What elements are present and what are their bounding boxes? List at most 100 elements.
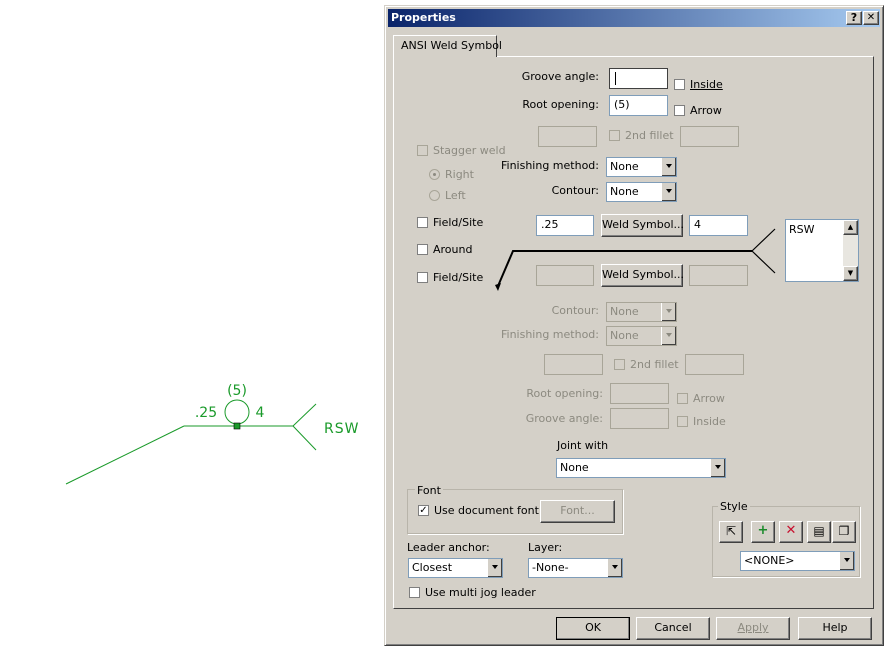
drawing-tail-text: RSW — [324, 421, 359, 437]
style-group-label: Style — [718, 500, 750, 514]
right-radio — [429, 169, 440, 180]
use-document-font-label: Use document font — [434, 504, 539, 517]
arrow-checkbox-top[interactable] — [674, 105, 685, 116]
field-site-checkbox-2[interactable] — [417, 272, 428, 283]
scroll-down-icon[interactable]: ▼ — [843, 266, 858, 281]
font-group — [407, 489, 623, 534]
finishing-method-select-bottom: None — [606, 326, 677, 346]
font-group-label: Font — [415, 484, 443, 498]
groove-angle-label-bottom: Groove angle: — [525, 412, 603, 425]
layer-select[interactable]: -None- — [528, 558, 623, 578]
chevron-down-icon[interactable] — [661, 158, 676, 176]
leader-line — [65, 425, 185, 485]
second-fillet-input-top — [680, 126, 739, 147]
inside-checkbox-bottom — [677, 416, 688, 427]
style-copy-icon[interactable]: ❐ — [832, 521, 856, 543]
groove-angle-input[interactable] — [609, 68, 668, 89]
around-checkbox[interactable] — [417, 244, 428, 255]
lower-length-input — [689, 265, 748, 286]
contour-label-top: Contour: — [551, 184, 599, 197]
properties-dialog: Properties ? ✕ ANSI Weld Symbol Groove a… — [384, 5, 884, 646]
drawing-right-value: 4 — [256, 405, 265, 421]
second-fillet-label-bottom: 2nd fillet — [630, 358, 679, 371]
text-caret — [615, 72, 616, 85]
left-radio — [429, 190, 440, 201]
right-label: Right — [445, 168, 474, 181]
joint-with-select[interactable]: None — [556, 458, 726, 478]
groove-angle-label: Groove angle: — [521, 70, 599, 83]
tail-text-box[interactable]: RSW ▲ ▼ — [785, 219, 859, 282]
finishing-method-select-top[interactable]: None — [606, 157, 677, 177]
second-fillet-label-top: 2nd fillet — [625, 129, 674, 142]
help-button[interactable]: Help — [798, 617, 872, 640]
grip-handle — [233, 422, 241, 430]
stagger-weld-label: Stagger weld — [433, 144, 506, 157]
lower-size-input — [536, 265, 594, 286]
tab-panel — [393, 56, 874, 609]
dialog-title: Properties — [391, 11, 456, 24]
chevron-down-icon[interactable] — [487, 559, 502, 577]
groove-angle-input-bottom — [610, 408, 669, 429]
contour-select-top[interactable]: None — [606, 182, 677, 202]
ok-button[interactable]: OK — [556, 617, 630, 640]
upper-size-input[interactable]: .25 — [536, 215, 594, 236]
contour-select-bottom: None — [606, 302, 677, 322]
chevron-down-icon — [661, 327, 676, 345]
tail-upper — [292, 403, 317, 427]
help-title-button[interactable]: ? — [846, 11, 862, 25]
inside-label-top: Inside — [690, 78, 723, 91]
upper-length-input[interactable]: 4 — [689, 215, 748, 236]
leader-anchor-select[interactable]: Closest — [408, 558, 503, 578]
weld-reference-preview — [495, 228, 776, 291]
left-label: Left — [445, 189, 466, 202]
use-multi-jog-checkbox[interactable] — [409, 587, 420, 598]
inside-checkbox-top[interactable] — [674, 79, 685, 90]
finishing-method-label-top: Finishing method: — [500, 159, 599, 172]
field-site-checkbox-1[interactable] — [417, 217, 428, 228]
fillet-size-input-top — [538, 126, 597, 147]
field-site-label-2: Field/Site — [433, 271, 484, 284]
use-document-font-checkbox[interactable]: ✓ — [418, 505, 429, 516]
weld-all-around-circle — [224, 399, 250, 425]
field-site-label-1: Field/Site — [433, 216, 484, 229]
title-bar[interactable]: Properties ? ✕ — [388, 9, 880, 27]
chevron-down-icon[interactable] — [661, 183, 676, 201]
weld-symbol-button-lower[interactable]: Weld Symbol... — [601, 264, 684, 287]
style-set-icon[interactable]: ⇱ — [719, 521, 743, 543]
style-group — [712, 506, 860, 577]
style-delete-icon[interactable]: ✕ — [779, 521, 803, 543]
chevron-down-icon[interactable] — [607, 559, 622, 577]
around-label: Around — [433, 243, 473, 256]
tail-scrollbar[interactable]: ▲ ▼ — [843, 220, 858, 281]
style-select[interactable]: <NONE> — [740, 551, 855, 571]
arrow-label-bottom: Arrow — [693, 392, 725, 405]
close-icon[interactable]: ✕ — [863, 11, 879, 25]
drawing-top-value: (5) — [227, 383, 247, 399]
leader-anchor-label: Leader anchor: — [407, 541, 490, 554]
second-fillet-checkbox-top — [609, 130, 620, 141]
second-fillet-checkbox-bottom — [614, 359, 625, 370]
joint-with-label: Joint with — [557, 439, 609, 452]
stagger-weld-checkbox — [417, 145, 428, 156]
font-button: Font... — [540, 500, 615, 523]
contour-label-bottom: Contour: — [551, 304, 599, 317]
layer-label: Layer: — [528, 541, 563, 554]
arrow-label-top: Arrow — [690, 104, 722, 117]
apply-button: Apply — [716, 617, 790, 640]
tab-ansi-weld-symbol[interactable]: ANSI Weld Symbol — [393, 35, 502, 57]
arrow-checkbox-bottom — [677, 393, 688, 404]
fillet-size-input-bottom — [544, 354, 603, 375]
tail-lower — [292, 425, 317, 451]
root-opening-input-bottom — [610, 383, 669, 404]
style-add-icon[interactable]: + — [751, 521, 775, 543]
chevron-down-icon[interactable] — [710, 459, 725, 477]
scroll-up-icon[interactable]: ▲ — [843, 220, 858, 235]
chevron-down-icon[interactable] — [839, 552, 854, 570]
weld-symbol-button-upper[interactable]: Weld Symbol... — [601, 214, 684, 237]
use-multi-jog-label: Use multi jog leader — [425, 586, 536, 599]
root-opening-input[interactable]: (5) — [609, 95, 668, 116]
style-save-icon[interactable]: ▤ — [807, 521, 831, 543]
cancel-button[interactable]: Cancel — [636, 617, 710, 640]
drawing-left-value: .25 — [195, 405, 217, 421]
second-fillet-input-bottom — [685, 354, 744, 375]
